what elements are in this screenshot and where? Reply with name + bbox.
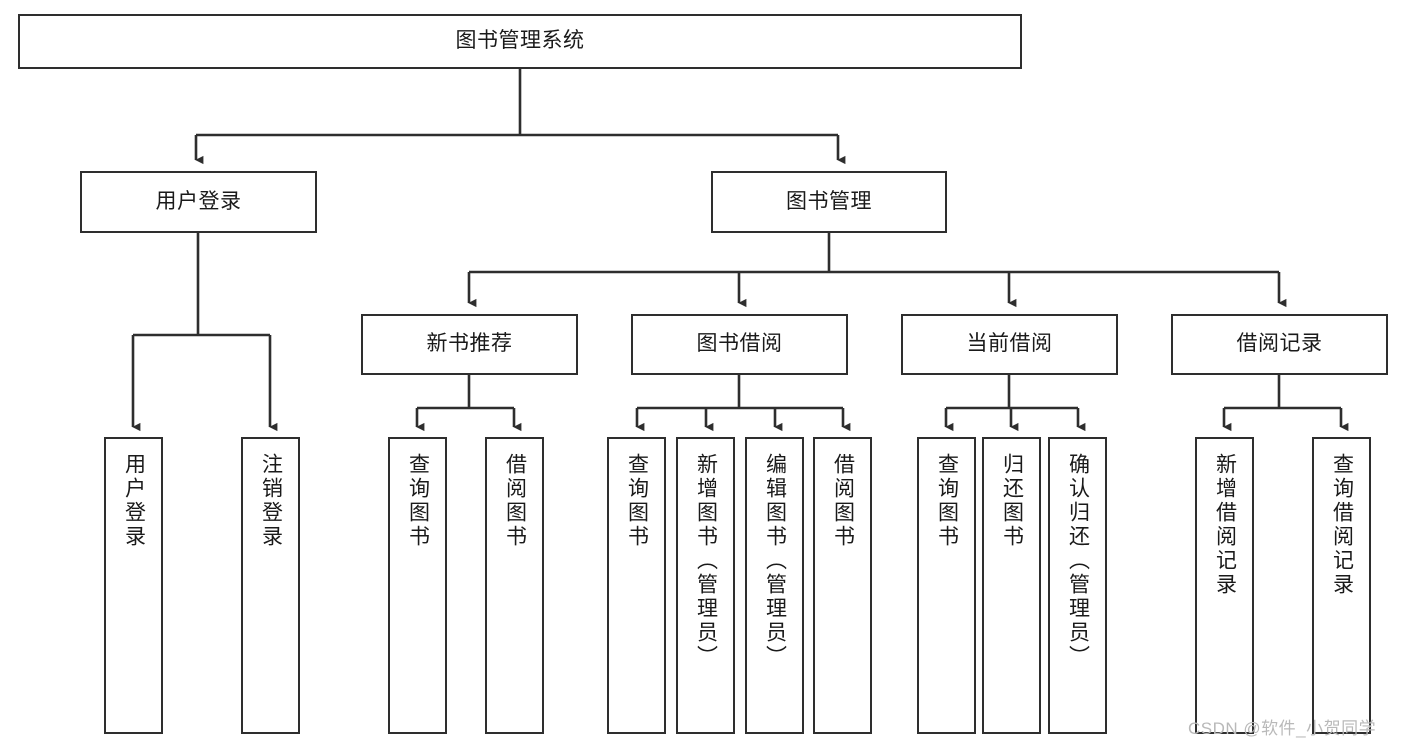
leaf-user-login-0[interactable]: 用户登录: [104, 437, 163, 734]
leaf-current-borrow-1[interactable]: 归还图书: [982, 437, 1041, 734]
leaf-borrow-record-1[interactable]: 查询借阅记录: [1312, 437, 1371, 734]
node-label: 注销登录: [259, 453, 283, 549]
node-borrow-record[interactable]: 借阅记录: [1171, 314, 1388, 375]
node-label: 查询图书: [406, 453, 430, 549]
leaf-book-borrow-3[interactable]: 借阅图书: [813, 437, 872, 734]
node-book-management[interactable]: 图书管理: [711, 171, 947, 233]
node-label: 归还图书: [1000, 453, 1024, 549]
node-label: 新增借阅记录: [1213, 453, 1237, 597]
leaf-book-borrow-1[interactable]: 新增图书（管理员）: [676, 437, 735, 734]
node-label: 借阅记录: [1236, 332, 1323, 356]
leaf-user-login-1[interactable]: 注销登录: [241, 437, 300, 734]
node-label: 新增图书（管理员）: [694, 453, 718, 669]
node-label: 新书推荐: [426, 332, 513, 356]
node-label: 查询图书: [935, 453, 959, 549]
leaf-new-book-recommend-0[interactable]: 查询图书: [388, 437, 447, 734]
csdn-watermark: CSDN @软件_小贺同学: [1188, 719, 1377, 738]
node-label: 图书管理: [786, 189, 872, 213]
leaf-current-borrow-2[interactable]: 确认归还（管理员）: [1048, 437, 1107, 734]
node-label: 查询图书: [625, 453, 649, 549]
node-label: 图书管理系统: [455, 29, 585, 53]
leaf-book-borrow-0[interactable]: 查询图书: [607, 437, 666, 734]
node-root-book-management-system[interactable]: 图书管理系统: [18, 14, 1022, 69]
leaf-borrow-record-0[interactable]: 新增借阅记录: [1195, 437, 1254, 734]
node-label: 图书借阅: [696, 332, 783, 356]
leaf-new-book-recommend-1[interactable]: 借阅图书: [485, 437, 544, 734]
node-label: 用户登录: [122, 453, 146, 549]
node-label: 借阅图书: [503, 453, 527, 549]
node-label: 查询借阅记录: [1330, 453, 1354, 597]
node-label: 用户登录: [155, 189, 242, 213]
node-user-login[interactable]: 用户登录: [80, 171, 317, 233]
node-label: 借阅图书: [831, 453, 855, 549]
node-book-borrow[interactable]: 图书借阅: [631, 314, 848, 375]
node-current-borrow[interactable]: 当前借阅: [901, 314, 1118, 375]
leaf-book-borrow-2[interactable]: 编辑图书（管理员）: [745, 437, 804, 734]
node-label: 编辑图书（管理员）: [763, 453, 787, 669]
node-label: 确认归还（管理员）: [1066, 453, 1090, 669]
node-new-book-recommend[interactable]: 新书推荐: [361, 314, 578, 375]
leaf-current-borrow-0[interactable]: 查询图书: [917, 437, 976, 734]
node-label: 当前借阅: [966, 332, 1053, 356]
